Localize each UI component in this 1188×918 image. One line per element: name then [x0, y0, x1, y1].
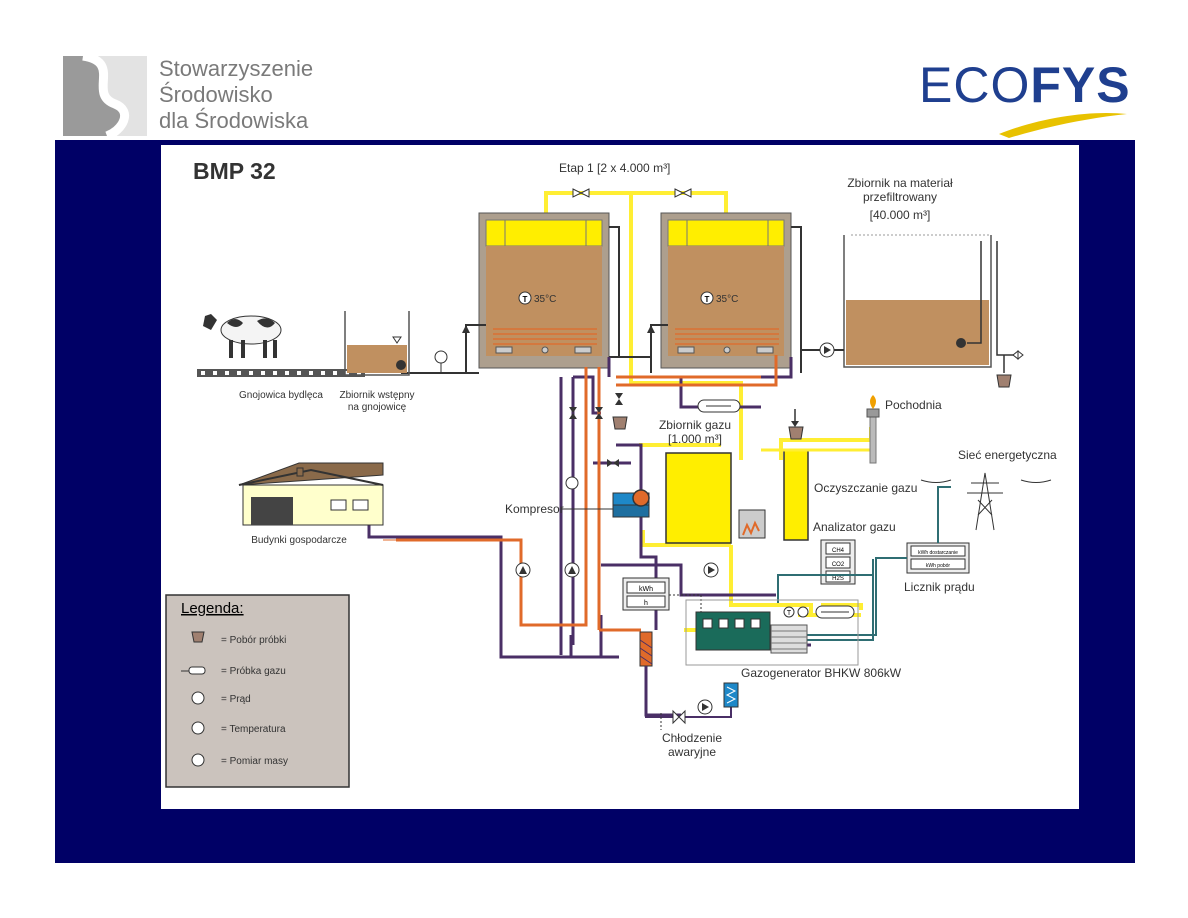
current-meter-pretank-icon [434, 350, 448, 364]
biogas-plant-diagram: BMP 32 Etap 1 [2 x 4.000 m³] T 35°C [165, 158, 1057, 788]
pump-left-icon [515, 562, 531, 578]
cooler-icon [723, 682, 739, 708]
gas-sample-icon [181, 666, 206, 675]
electric-lines [777, 486, 951, 641]
generator-icon [695, 611, 808, 654]
gas-valves [572, 188, 692, 198]
org-logo-mark-icon [63, 56, 147, 136]
digester-1-temperature: 35°C [534, 294, 556, 305]
electricity-meter-label: Licznik prądu [904, 580, 975, 594]
pump-right-icon [703, 562, 719, 578]
sample-bucket-1-icon [612, 416, 628, 430]
temperature-sensor-1-icon [518, 291, 532, 305]
cooling-pipes [645, 666, 732, 718]
cold-pipes [367, 357, 811, 717]
brand-plain: ECO [919, 57, 1031, 113]
pre-tank: Zbiornik wstępny na gnojowicę [339, 311, 415, 413]
filtered-material-tank: Zbiornik na materiał przefiltrowany [40.… [843, 176, 1024, 388]
filtered-tank-label-2: przefiltrowany [863, 190, 937, 204]
pre-tank-label-2: na gnojowicę [348, 402, 407, 413]
org-name: Stowarzyszenie Środowisko dla Środowiska [159, 56, 313, 134]
generator-enclosure [685, 599, 859, 666]
analyzer-row-3: H2S [832, 576, 844, 582]
stage-label: Etap 1 [2 x 4.000 m³] [559, 161, 670, 175]
current-meter-pipe-icon [565, 476, 579, 490]
meter-row-2: kWh pobór [926, 563, 951, 569]
filtered-tank-label-3: [40.000 m³] [870, 208, 931, 222]
farm-building-icon [238, 462, 384, 526]
gas-tank-label-2: [1.000 m³] [668, 432, 722, 446]
org-name-line-2: Środowisko [159, 82, 273, 107]
org-logo: Stowarzyszenie Środowisko dla Środowiska [63, 50, 313, 140]
digester-1: T 35°C [478, 212, 610, 369]
farm-buildings-label: Budynki gospodarcze [251, 535, 347, 546]
gas-tank-label-1: Zbiornik gazu [659, 418, 731, 432]
svg-text:T: T [523, 295, 528, 304]
cow-icon [203, 314, 282, 358]
power-tower-icon [920, 472, 1052, 531]
diagram-title: BMP 32 [193, 158, 276, 184]
gas-tank: Zbiornik gazu [1.000 m³] [659, 418, 732, 544]
brand-swoosh-icon [999, 112, 1127, 138]
conveyor [197, 369, 365, 377]
gas-sample-top-icon [697, 399, 741, 413]
gas-cleaning-column: Oczyszczanie gazu [783, 449, 917, 541]
digester-2-temperature: 35°C [716, 294, 738, 305]
flare-label: Pochodnia [885, 398, 942, 412]
gas-line-sensors: T [783, 605, 855, 619]
brand-bold: FYS [1030, 57, 1131, 113]
compressor-icon [612, 489, 650, 518]
grid-label: Sieć energetyczna [958, 448, 1057, 462]
flare-icon [866, 395, 880, 464]
gas-pipes [544, 191, 873, 632]
cooling-pump-icon [697, 699, 713, 715]
svg-text:T: T [787, 610, 792, 617]
analyzer-row-2: CO2 [832, 562, 845, 568]
counter-row-1: kWh [639, 586, 653, 593]
meter-row-1: kWh dostarczanie [918, 550, 958, 556]
plate-heat-exchanger-icon [639, 631, 653, 667]
digester-2: T 35°C [660, 212, 792, 369]
pre-tank-label-1: Zbiornik wstępny [339, 390, 414, 401]
header: Stowarzyszenie Środowisko dla Środowiska… [55, 40, 1135, 140]
manure-source-label: Gnojowica bydlęca [239, 390, 323, 401]
analyzer-row-1: CH4 [832, 548, 845, 554]
electricity-meter-icon: kWh dostarczanie kWh pobór [906, 542, 970, 574]
counter-row-2: h [644, 600, 648, 607]
temperature-sensor-2-icon [700, 291, 714, 305]
emergency-cooling-label-2: awaryjne [668, 745, 716, 759]
legend-item-5: = Pomiar masy [221, 756, 288, 767]
temperature-icon [191, 721, 205, 735]
sample-bucket-2-icon [788, 426, 804, 440]
heat-exchanger-icon [738, 509, 766, 539]
sample-bucket-filtered-icon [996, 374, 1012, 388]
gas-analyzer-label: Analizator gazu [813, 520, 896, 534]
ecofys-logo: ECOFYS [919, 48, 1131, 138]
pipe-valves [569, 393, 623, 467]
operating-counter-icon: kWh h [622, 577, 670, 611]
cooling-valve-icon [672, 709, 686, 725]
gas-analyzer-icon: CH4 CO2 H2S [820, 539, 856, 585]
flow-arrows [462, 325, 655, 333]
brand-wordmark: ECOFYS [919, 56, 1131, 114]
legend-item-3: = Prąd [221, 694, 251, 705]
gas-cleaning-label: Oczyszczanie gazu [814, 481, 917, 495]
legend: Legenda: = Pobór próbki = Próbka gazu = … [165, 594, 350, 788]
generator-label: Gazogenerator BHKW 806kW [741, 666, 902, 680]
legend-item-2: = Próbka gazu [221, 666, 286, 677]
diagram-panel: BMP 32 Etap 1 [2 x 4.000 m³] T 35°C [161, 145, 1079, 809]
legend-item-1: = Pobór próbki [221, 635, 286, 646]
emergency-cooling-label-1: Chłodzenie [662, 731, 722, 745]
legend-item-4: = Temperatura [221, 724, 286, 735]
legend-title: Legenda: [181, 600, 244, 617]
filtered-tank-label-1: Zbiornik na materiał [847, 176, 953, 190]
mass-meter-icon [191, 753, 205, 767]
current-meter-icon [191, 691, 205, 705]
org-name-line-3: dla Środowiska [159, 108, 309, 133]
compressor-label: Kompresor [505, 502, 564, 516]
sample-bucket-icon [191, 631, 205, 643]
pump-mid-icon [564, 562, 580, 578]
svg-text:T: T [705, 295, 710, 304]
org-name-line-1: Stowarzyszenie [159, 56, 314, 81]
